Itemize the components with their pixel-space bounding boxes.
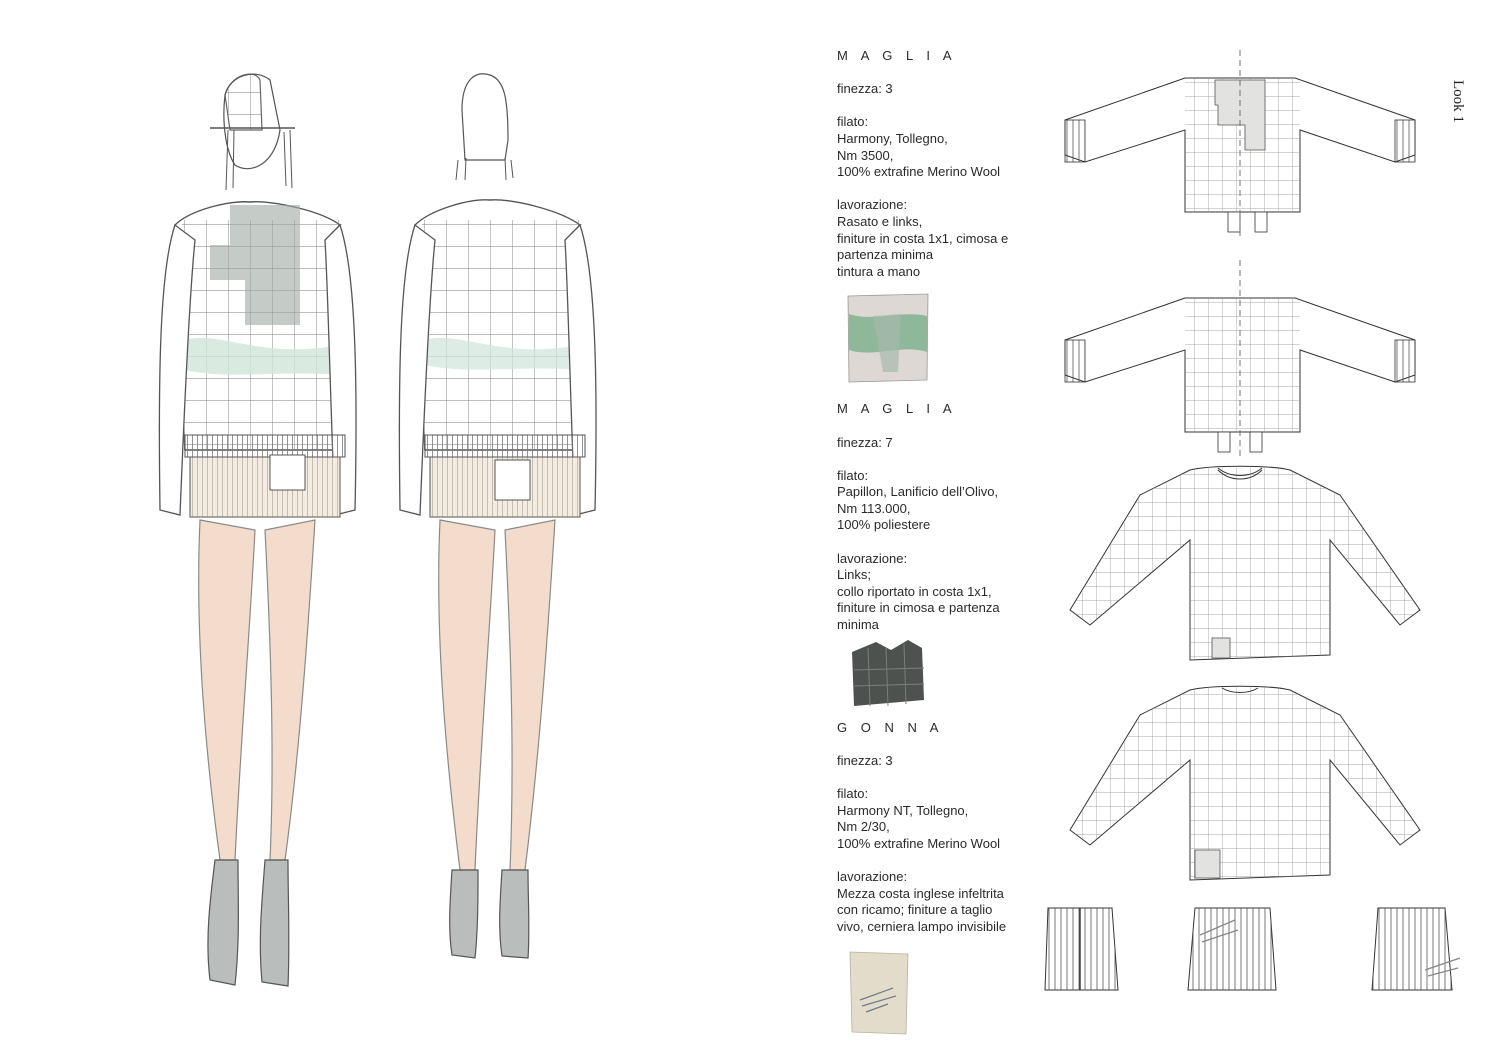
flat-gonna-side (1187, 907, 1277, 991)
flat-gonna-back (1371, 907, 1460, 991)
front-figure (158, 73, 357, 987)
spec-section-gonna: G O N N A finezza: 3 filato: Harmony NT,… (837, 720, 1037, 936)
filato-line: 100% extrafine Merino Wool (837, 835, 1001, 851)
look-label: Look 1 (1448, 80, 1468, 140)
fashion-illustration (158, 73, 597, 987)
fabric-swatch-maglia-2 (852, 640, 925, 707)
spec-column: M A G L I A finezza: 3 filato: Harmony, … (837, 48, 1037, 935)
flat-maglia-2-front (1069, 465, 1421, 661)
lavorazione-label: lavorazione: (837, 197, 908, 213)
filato-label: filato: (837, 467, 869, 483)
section-title: M A G L I A (837, 48, 957, 63)
flat-maglia-1-front (1064, 50, 1416, 240)
filato-line: Nm 113.000, (837, 500, 911, 516)
finezza-text: finezza: 7 (837, 434, 893, 450)
technical-flats (1044, 50, 1460, 991)
finezza-text: finezza: 3 (837, 752, 893, 768)
lavorazione-label: lavorazione: (837, 868, 908, 884)
lavorazione-line: vivo, cerniera lampo invisibile (837, 918, 1007, 934)
look-label-text: Look 1 (1450, 80, 1466, 123)
lavorazione-line: Links; (837, 567, 871, 583)
lavorazione-line: con ricamo; finiture a taglio (837, 902, 993, 918)
flat-maglia-2-back (1069, 685, 1421, 881)
filato-line: Papillon, Lanificio dell’Olivo, (837, 484, 999, 500)
fabric-swatch-gonna (849, 951, 909, 1035)
flat-gonna-front (1044, 907, 1119, 991)
filato-line: 100% extrafine Merino Wool (837, 164, 1001, 180)
lavorazione-line: partenza minima (837, 247, 934, 263)
lavorazione-line: tintura a mano (837, 263, 921, 279)
lavorazione-label: lavorazione: (837, 550, 908, 566)
filato-line: Harmony, Tollegno, (837, 130, 948, 146)
section-title: M A G L I A (837, 401, 957, 417)
filato-label: filato: (837, 786, 869, 801)
flat-maglia-1-back (1064, 260, 1416, 460)
filato-line: Nm 2/30, (837, 819, 890, 835)
spec-section-maglia-2: M A G L I A finezza: 7 filato: Papillon,… (837, 401, 1037, 633)
back-figure (398, 73, 597, 959)
finezza-text: finezza: 3 (837, 81, 893, 97)
lavorazione-line: Rasato e links, (837, 213, 923, 229)
lavorazione-line: Mezza costa inglese infeltrita (837, 885, 1004, 901)
fabric-swatch-maglia-1 (847, 293, 929, 383)
filato-line: Nm 3500, (837, 147, 894, 163)
lavorazione-line: finiture in cimosa e partenza (837, 600, 1000, 616)
lavorazione-line: finiture in costa 1x1, cimosa e (837, 230, 1009, 246)
lavorazione-line: collo riportato in costa 1x1, (837, 583, 992, 599)
spec-section-maglia-1: M A G L I A finezza: 3 filato: Harmony, … (837, 48, 1037, 280)
filato-label: filato: (837, 114, 869, 130)
filato-line: 100% poliestere (837, 517, 931, 533)
section-title: G O N N A (837, 719, 944, 735)
filato-line: Harmony NT, Tollegno, (837, 802, 969, 818)
lavorazione-line: minima (837, 617, 879, 633)
